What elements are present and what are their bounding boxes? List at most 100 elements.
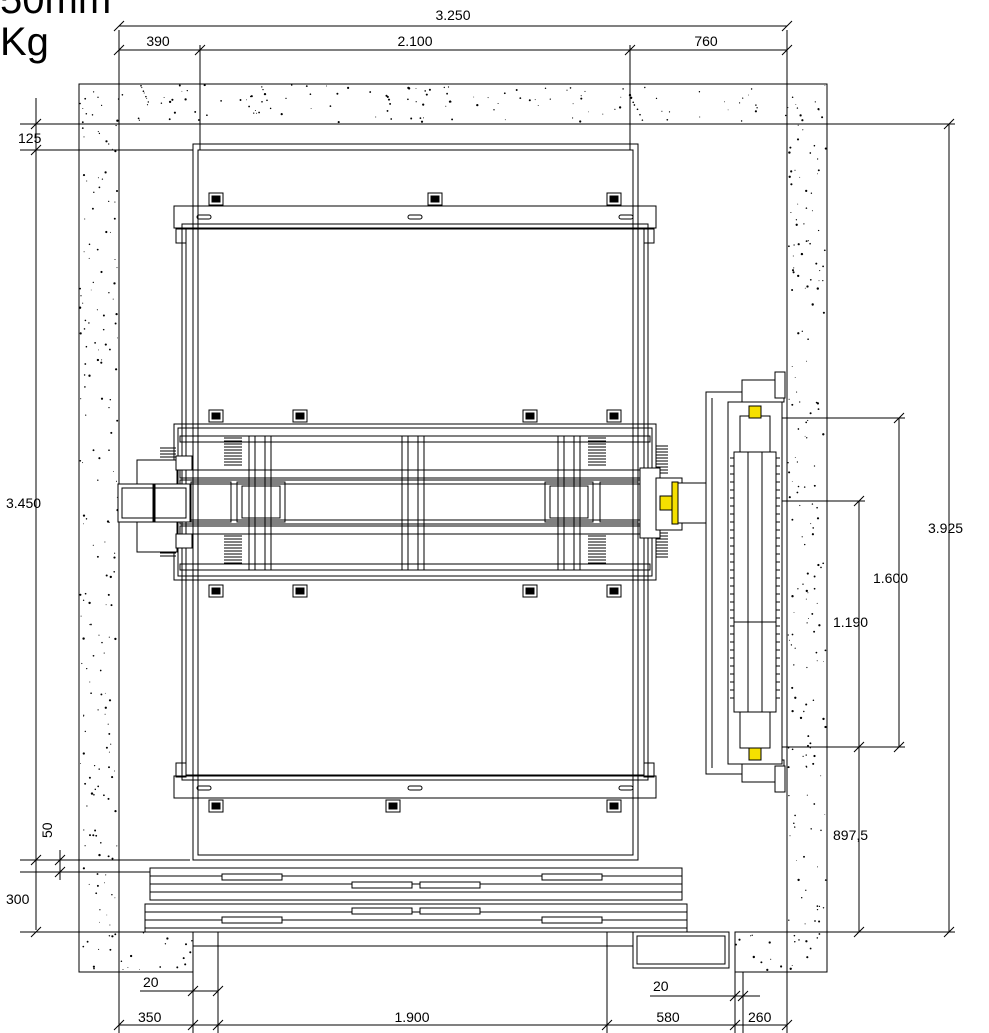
speck bbox=[797, 274, 800, 278]
speck bbox=[803, 855, 805, 858]
speck bbox=[109, 948, 112, 951]
speck bbox=[799, 401, 801, 403]
speck bbox=[114, 637, 117, 641]
speck bbox=[698, 91, 701, 93]
speck bbox=[168, 100, 172, 104]
speck bbox=[81, 662, 83, 665]
speck bbox=[108, 751, 110, 753]
speck bbox=[788, 245, 790, 248]
speck bbox=[140, 84, 142, 87]
speck bbox=[791, 518, 794, 521]
speck bbox=[141, 87, 143, 89]
speck bbox=[807, 419, 809, 422]
dim-left-300: 300 bbox=[6, 891, 30, 907]
speck bbox=[390, 118, 393, 120]
speck bbox=[90, 623, 92, 626]
speck bbox=[92, 281, 94, 284]
speck bbox=[799, 716, 803, 720]
bracket-bolt bbox=[430, 195, 440, 203]
speck bbox=[83, 829, 85, 831]
speck bbox=[104, 171, 107, 174]
left-dimensions bbox=[20, 98, 193, 938]
speck bbox=[246, 99, 247, 101]
speck bbox=[790, 170, 793, 173]
speck bbox=[182, 957, 185, 960]
speck bbox=[347, 86, 350, 89]
speck bbox=[105, 604, 107, 606]
speck bbox=[754, 110, 757, 113]
speck bbox=[387, 98, 391, 101]
speck bbox=[813, 803, 816, 805]
speck bbox=[92, 965, 95, 968]
speck bbox=[803, 223, 805, 225]
speck bbox=[168, 118, 171, 121]
speck bbox=[84, 730, 86, 733]
speck bbox=[262, 88, 264, 91]
speck bbox=[263, 92, 267, 96]
speck bbox=[97, 131, 99, 133]
speck bbox=[797, 428, 800, 430]
speck bbox=[108, 348, 111, 351]
speck bbox=[108, 406, 110, 409]
speck bbox=[813, 484, 816, 487]
speck bbox=[83, 328, 86, 330]
speck bbox=[817, 866, 818, 868]
speck bbox=[89, 834, 91, 837]
speck bbox=[796, 138, 800, 141]
speck bbox=[206, 114, 208, 117]
speck bbox=[420, 120, 424, 123]
speck bbox=[98, 186, 101, 189]
speck bbox=[788, 471, 791, 474]
speck bbox=[791, 480, 793, 482]
dim-right-8975: 897,5 bbox=[833, 827, 868, 843]
speck bbox=[580, 95, 582, 97]
speck bbox=[110, 604, 113, 607]
speck bbox=[85, 518, 88, 520]
left-guide-assembly bbox=[117, 455, 193, 553]
speck bbox=[97, 785, 100, 788]
speck bbox=[797, 332, 800, 335]
speck bbox=[89, 681, 91, 683]
speck bbox=[114, 933, 117, 936]
speck bbox=[89, 624, 91, 626]
speck bbox=[823, 249, 826, 252]
right-dimensions bbox=[720, 118, 955, 938]
bracket-bolt bbox=[211, 587, 221, 595]
speck bbox=[108, 935, 111, 937]
speck bbox=[147, 101, 149, 103]
speck bbox=[108, 732, 111, 735]
dim-bottom-260: 260 bbox=[748, 1009, 772, 1025]
speck bbox=[788, 919, 790, 921]
dim-left-50: 50 bbox=[39, 822, 55, 838]
speck bbox=[95, 834, 98, 837]
dim-left-3450: 3.450 bbox=[6, 495, 41, 511]
speck bbox=[164, 943, 167, 945]
speck bbox=[811, 533, 815, 536]
speck bbox=[815, 401, 818, 404]
speck bbox=[810, 523, 812, 525]
speck bbox=[806, 622, 808, 624]
speck bbox=[644, 86, 646, 89]
speck bbox=[98, 853, 101, 857]
speck bbox=[81, 127, 84, 129]
speck bbox=[742, 97, 744, 99]
speck bbox=[96, 555, 99, 558]
speck bbox=[92, 91, 95, 93]
speck bbox=[93, 967, 95, 970]
speck bbox=[375, 116, 377, 118]
speck bbox=[806, 666, 808, 669]
speck bbox=[88, 776, 91, 779]
speck bbox=[449, 100, 452, 103]
speck bbox=[815, 651, 818, 654]
speck bbox=[801, 536, 803, 538]
speck bbox=[110, 431, 113, 434]
dim-right-3925: 3.925 bbox=[928, 520, 963, 536]
speck bbox=[787, 766, 790, 769]
bracket-bolt bbox=[211, 412, 221, 420]
speck bbox=[812, 699, 815, 701]
speck bbox=[79, 593, 82, 596]
bracket-bolt bbox=[525, 587, 535, 595]
speck bbox=[176, 966, 179, 969]
speck bbox=[98, 921, 100, 923]
dim-bottom-1900: 1.900 bbox=[394, 1009, 429, 1025]
